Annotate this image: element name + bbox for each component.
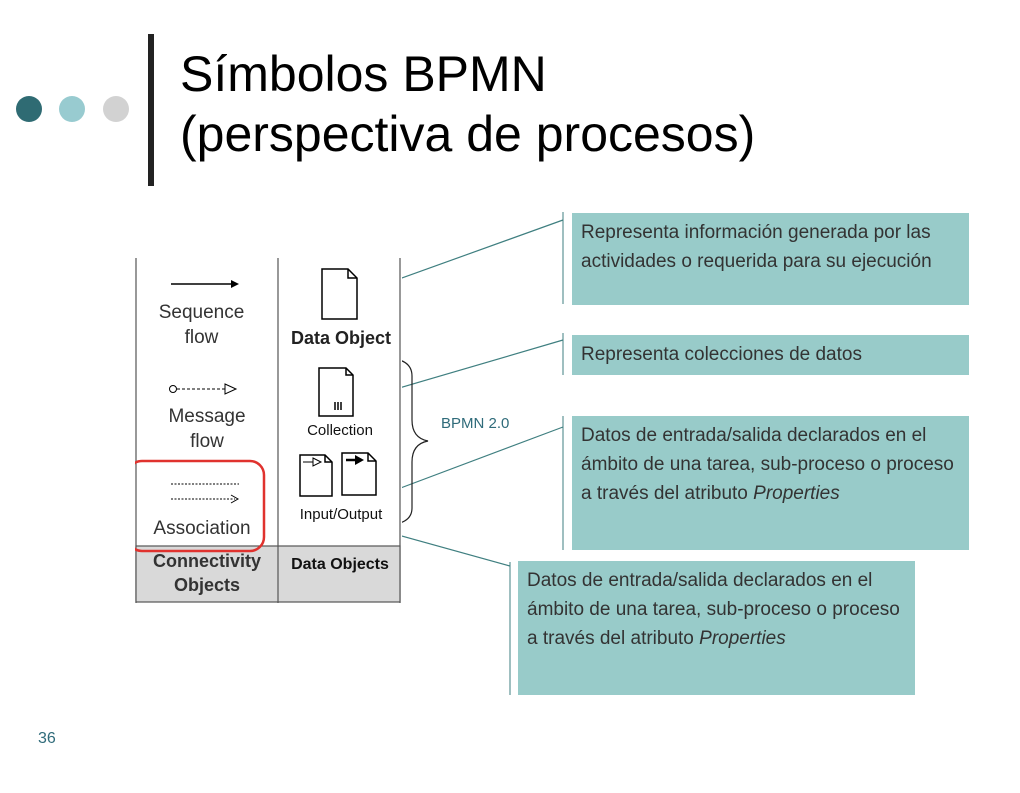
bpmn-version-label: BPMN 2.0 (441, 415, 510, 432)
decor-dot-3 (103, 96, 129, 122)
callout-data-object-text: Representa información generada por las … (581, 222, 932, 272)
callout-data-object: Representa información generada por las … (572, 213, 969, 305)
sequence-flow-label: Sequence flow (158, 302, 245, 348)
decor-dot-2 (59, 96, 85, 122)
decor-dot-1 (16, 96, 42, 122)
message-flow-label: Message flow (168, 406, 246, 452)
title-line-2: (perspectiva de procesos) (180, 106, 756, 162)
data-object-label: Data Object (290, 328, 392, 348)
slide-number: 36 (38, 730, 56, 747)
bpmn-symbol-table: Sequence flow Message flow Association D… (135, 258, 402, 603)
callout-assoc-italic: Properties (699, 628, 786, 649)
connectivity-objects-header: Connectivity Objects (152, 551, 262, 595)
callout-collection: Representa colecciones de datos (572, 335, 969, 375)
table-graphics (135, 258, 401, 603)
callout-io-text: Datos de entrada/salida declarados en el… (581, 425, 954, 504)
title-line-1: Símbolos BPMN (180, 46, 547, 102)
slide-title: Símbolos BPMN (perspectiva de procesos) (180, 44, 755, 164)
title-divider (148, 34, 154, 186)
callout-association: Datos de entrada/salida declarados en el… (518, 561, 915, 695)
association-label: Association (153, 518, 251, 539)
callout-input-output: Datos de entrada/salida declarados en el… (572, 416, 969, 550)
callout-assoc-text: Datos de entrada/salida declarados en el… (527, 570, 900, 649)
callout-collection-text: Representa colecciones de datos (581, 344, 862, 365)
data-objects-header: Data Objects (291, 556, 389, 573)
input-output-label: Input/Output (299, 506, 383, 523)
callout-io-italic: Properties (753, 483, 840, 504)
collection-label: Collection (307, 422, 373, 439)
